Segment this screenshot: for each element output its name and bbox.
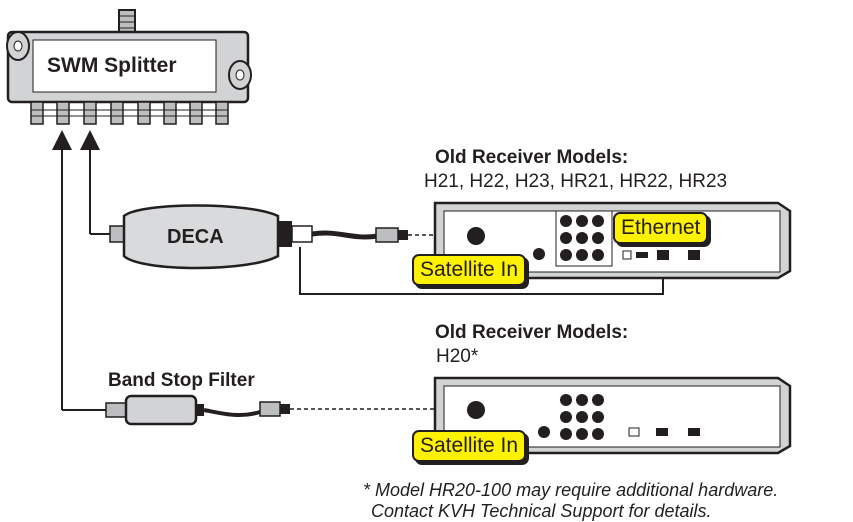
ethernet-callout: Ethernet <box>613 212 709 244</box>
coax-arrows <box>52 130 100 410</box>
filter-cable <box>203 408 261 418</box>
filter-connector <box>259 401 290 417</box>
band-stop-filter-label: Band Stop Filter <box>108 370 255 391</box>
deca-cable-connector <box>375 227 408 243</box>
receiver-top-models: H21, H22, H23, HR21, HR22, HR23 <box>424 171 728 192</box>
receiver-top-heading: Old Receiver Models: <box>435 147 629 168</box>
satellite-in-callout-bottom: Satellite In <box>412 430 527 462</box>
band-stop-filter <box>105 394 204 426</box>
deca-label: DECA <box>167 226 224 248</box>
swm-splitter <box>6 9 252 125</box>
splitter-ports <box>30 101 229 125</box>
receiver-bottom-heading: Old Receiver Models: <box>435 322 629 343</box>
swm-splitter-label: SWM Splitter <box>47 54 177 77</box>
deca-adapter <box>109 204 313 270</box>
receiver-bottom-models: H20* <box>436 346 479 367</box>
satellite-in-callout-top: Satellite In <box>412 254 527 286</box>
footnote-line-2: Contact KVH Technical Support for detail… <box>371 501 712 521</box>
deca-coax-cable <box>311 230 379 240</box>
footnote-line-1: * Model HR20-100 may require additional … <box>363 480 779 500</box>
